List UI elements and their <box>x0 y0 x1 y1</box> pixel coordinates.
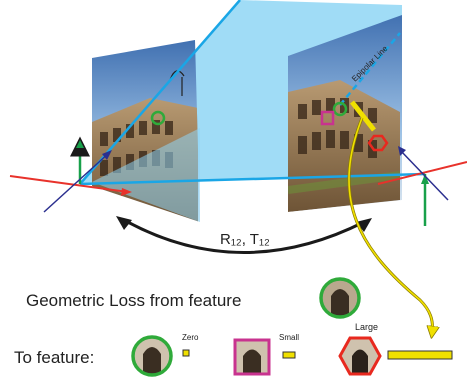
small-loss-label: Small <box>279 333 299 342</box>
epipolar-line <box>339 32 401 106</box>
baseline-ray <box>79 172 426 186</box>
relative-pose-label: R₁₂, T₁₂ <box>220 231 270 248</box>
small-loss-bar <box>282 351 296 359</box>
small-loss-arch-patch-icon <box>233 338 271 376</box>
zero-loss-label: Zero <box>182 333 199 342</box>
geometric-loss-caption: Geometric Loss from feature <box>26 291 241 310</box>
right-camera-axes <box>377 146 467 226</box>
zero-loss-arch-patch-icon <box>131 335 173 377</box>
right-feature-marker-zero <box>332 101 348 117</box>
right-feature-marker-small <box>320 110 335 126</box>
left-feature-marker <box>150 110 166 126</box>
relative-pose-arrow <box>123 218 365 254</box>
left-camera-axes <box>9 136 132 213</box>
large-loss-bar <box>387 350 453 360</box>
large-loss-label: Large <box>355 322 378 332</box>
large-loss-arch-patch-icon <box>338 336 382 376</box>
to-feature-caption: To feature: <box>14 348 94 367</box>
right-feature-marker-large <box>367 134 389 152</box>
right-feature-distance-bar <box>350 100 376 132</box>
zero-loss-bar <box>182 349 190 357</box>
reference-arch-patch-icon <box>319 277 361 319</box>
